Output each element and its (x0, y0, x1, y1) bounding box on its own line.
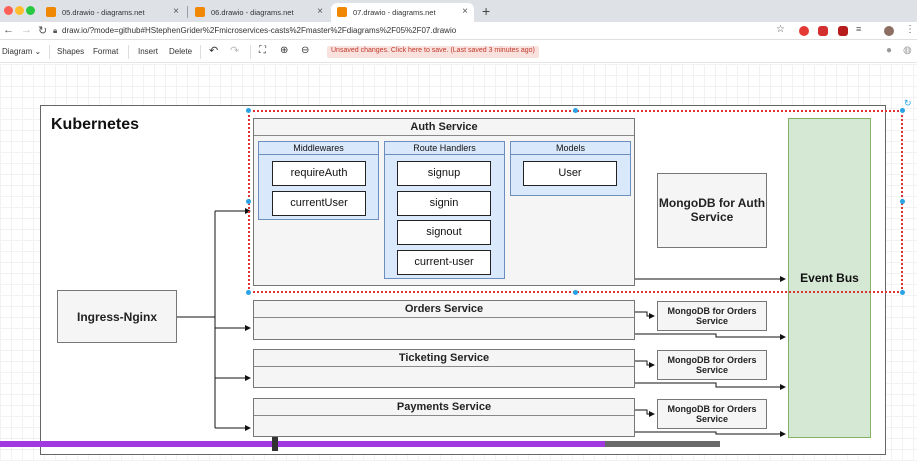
toolbar-divider (250, 45, 251, 59)
progress-thumb[interactable] (272, 437, 278, 451)
chevron-down-icon: ⌄ (34, 47, 42, 56)
extension-icon[interactable] (818, 26, 828, 36)
drawio-favicon-icon (195, 7, 205, 17)
resize-handle[interactable] (246, 290, 251, 295)
resize-handle[interactable] (246, 199, 251, 204)
current-user-item[interactable]: currentUser (272, 191, 366, 216)
payments-to-db (635, 409, 655, 417)
star-icon[interactable]: ☆ (776, 24, 785, 35)
minimize-window-icon[interactable] (15, 6, 24, 15)
undo-icon[interactable]: ↶ (209, 45, 219, 57)
resize-handle[interactable] (573, 290, 578, 295)
tab-07-active[interactable]: 07.drawio - diagrams.net × (331, 3, 474, 22)
zoom-out-icon[interactable]: ⊖ (301, 45, 310, 56)
kubernetes-title: Kubernetes (51, 116, 140, 133)
tab-close-icon[interactable]: × (462, 6, 468, 17)
ticketing-service[interactable]: Ticketing Service (253, 349, 635, 388)
orders-mongodb[interactable]: MongoDB for Orders Service (657, 301, 767, 331)
payments-to-event-bus (635, 431, 786, 437)
payments-service[interactable]: Payments Service (253, 398, 635, 437)
payments-service-title: Payments Service (254, 399, 634, 416)
address-bar: ← → ↻ 🔒︎ draw.io/?mode=github#HStephenGr… (0, 22, 917, 40)
format-button[interactable]: Format (93, 47, 119, 56)
ticketing-mongodb[interactable]: MongoDB for Orders Service (657, 350, 767, 380)
ticketing-service-title: Ticketing Service (254, 350, 634, 367)
resize-handle[interactable] (900, 108, 905, 113)
insert-button[interactable]: Insert (138, 47, 159, 56)
shapes-button[interactable]: Shapes (57, 47, 85, 56)
close-window-icon[interactable] (4, 6, 13, 15)
orders-to-db (635, 311, 655, 319)
event-bus[interactable]: Event Bus (788, 118, 871, 438)
forward-icon[interactable]: → (21, 24, 32, 36)
selection-box[interactable] (248, 110, 903, 293)
current-user-route-item[interactable]: current-user (397, 250, 491, 275)
drawio-favicon-icon (337, 7, 347, 17)
ingress-nginx[interactable]: Ingress-Nginx (57, 290, 177, 343)
require-auth-item[interactable]: requireAuth (272, 161, 366, 186)
payments-mongodb[interactable]: MongoDB for Orders Service (657, 399, 767, 429)
delete-button[interactable]: Delete (169, 47, 193, 56)
resize-handle[interactable] (900, 290, 905, 295)
reload-icon[interactable]: ↻ (38, 25, 48, 37)
back-icon[interactable]: ← (3, 24, 14, 36)
reading-list-icon[interactable]: ≡ (856, 24, 862, 34)
tab-divider (187, 6, 188, 18)
auth-service-title: Auth Service (254, 119, 634, 136)
tab-05[interactable]: 05.drawio - diagrams.net × (40, 3, 185, 22)
url-field[interactable]: draw.io/?mode=github#HStephenGrider%2Fmi… (62, 26, 457, 35)
tab-06[interactable]: 06.drawio - diagrams.net × (189, 3, 329, 22)
menu-dots-icon[interactable]: ⋮ (905, 24, 915, 35)
ticketing-to-event-bus (635, 382, 786, 390)
fit-page-icon[interactable]: ⛶ (259, 45, 266, 56)
lock-icon: 🔒︎ (53, 26, 58, 35)
progress-fill (0, 441, 605, 447)
tab-close-icon[interactable]: × (317, 6, 323, 17)
orders-service-title: Orders Service (254, 301, 634, 318)
toolbar-divider (49, 45, 50, 59)
profile-avatar[interactable] (884, 26, 894, 36)
user-icon[interactable]: ● (886, 45, 893, 56)
drawio-toolbar: Diagram ⌄ Shapes Format Insert Delete ↶ … (0, 41, 917, 63)
models-title: Models (511, 142, 630, 155)
new-tab-button[interactable]: + (482, 3, 491, 19)
maximize-window-icon[interactable] (26, 6, 35, 15)
drawio-favicon-icon (46, 7, 56, 17)
orders-to-event-bus (635, 333, 786, 340)
orders-service[interactable]: Orders Service (253, 300, 635, 340)
route-handlers-title: Route Handlers (385, 142, 504, 155)
signup-item[interactable]: signup (397, 161, 491, 186)
auth-mongodb[interactable]: MongoDB for Auth Service (657, 173, 767, 248)
toolbar-divider (200, 45, 201, 59)
diagram-menu[interactable]: Diagram ⌄ (2, 47, 41, 56)
extension-icon[interactable] (799, 26, 809, 36)
resize-handle[interactable] (246, 108, 251, 113)
signout-item[interactable]: signout (397, 220, 491, 245)
zoom-in-icon[interactable]: ⊕ (280, 45, 289, 56)
diagram-menu-label: Diagram (2, 47, 33, 56)
ticketing-to-db (635, 360, 655, 368)
tab-label: 06.drawio - diagrams.net (211, 8, 294, 17)
tab-label: 07.drawio - diagrams.net (353, 8, 436, 17)
middlewares-title: Middlewares (259, 142, 378, 155)
toolbar-divider (128, 45, 129, 59)
signin-item[interactable]: signin (397, 191, 491, 216)
tab-label: 05.drawio - diagrams.net (62, 8, 145, 17)
extension-icon[interactable] (838, 26, 848, 36)
resize-handle[interactable] (573, 108, 578, 113)
unsaved-changes-banner[interactable]: Unsaved changes. Click here to save. (La… (327, 46, 539, 58)
tab-close-icon[interactable]: × (173, 6, 179, 17)
browser-tab-bar: 05.drawio - diagrams.net × 06.drawio - d… (0, 0, 917, 22)
user-model-item[interactable]: User (523, 161, 617, 186)
redo-icon[interactable]: ↷ (230, 45, 240, 57)
rotate-handle-icon[interactable]: ↻ (904, 98, 912, 108)
resize-handle[interactable] (900, 199, 905, 204)
globe-icon[interactable]: ◍ (903, 45, 912, 56)
